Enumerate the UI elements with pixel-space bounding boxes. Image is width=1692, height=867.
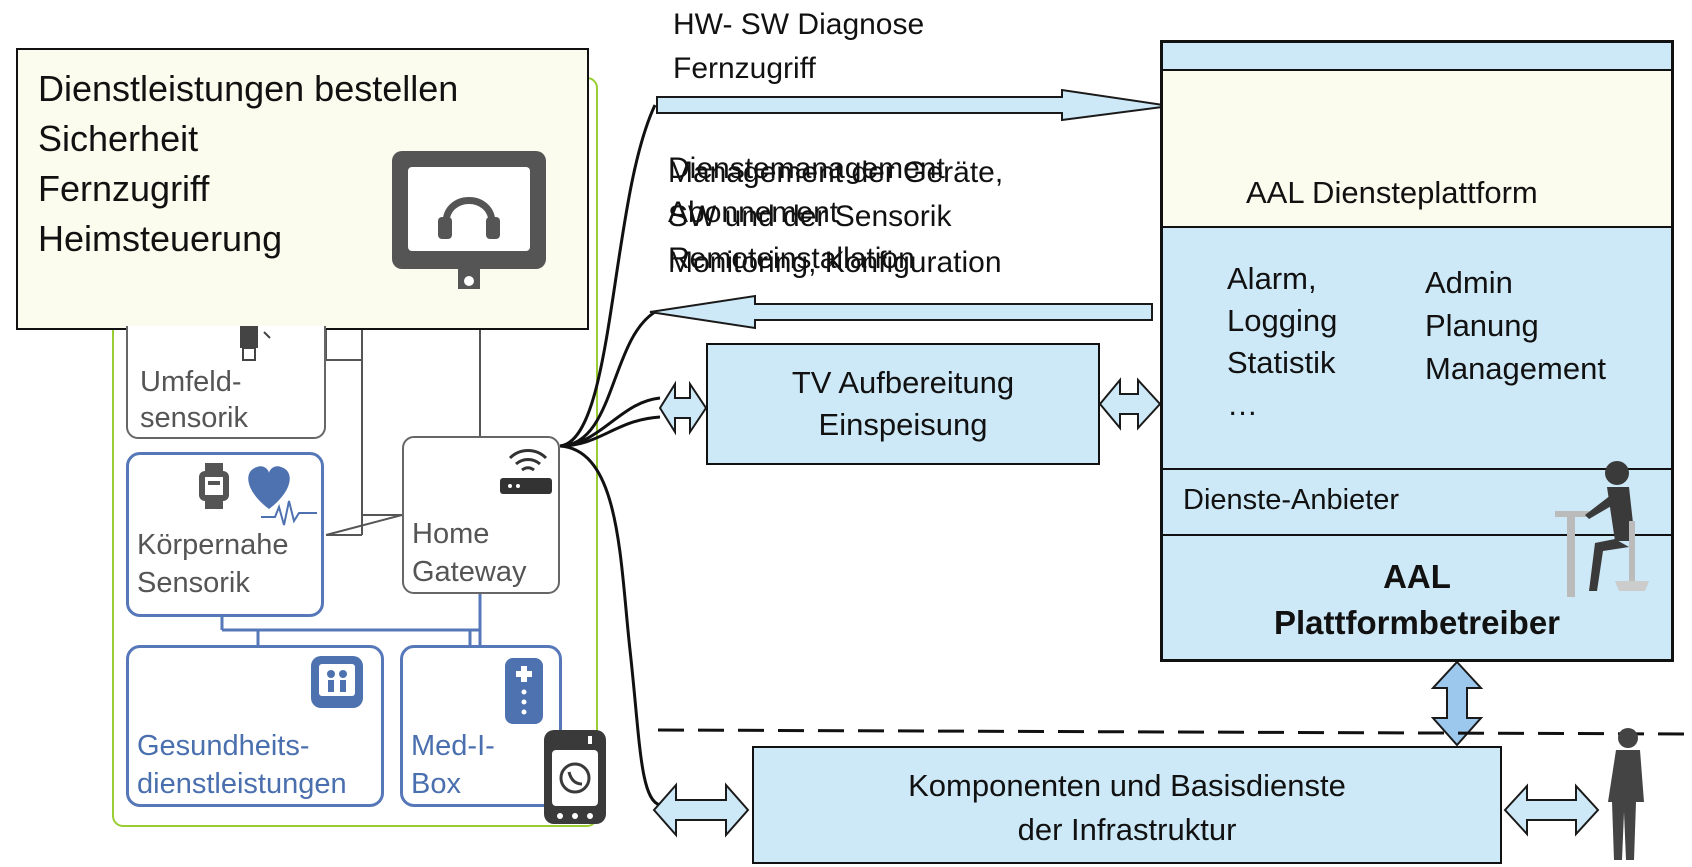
person-at-desk-icon — [1555, 451, 1655, 601]
hw-sw-label-1: HW- SW Diagnose — [673, 8, 925, 41]
management-label-b-1: Dienstemanagement — [668, 152, 945, 185]
blue-connector-lines — [220, 585, 482, 645]
tv-left-double-arrow — [658, 380, 708, 436]
service-box: Dienstleistungen bestellen Sicherheit Fe… — [16, 48, 589, 330]
up-list-2: Planung — [1425, 308, 1539, 343]
diensteplattform-section: AAL Diensteplattform — [1163, 69, 1671, 228]
gesundheitsdienstleistungen-box[interactable]: Gesundheits- dienstleistungen — [126, 645, 384, 807]
tv-label-1: TV Aufbereitung — [791, 365, 1015, 400]
hw-sw-arrow — [656, 88, 1171, 122]
umfeld-label-1: Umfeld- — [140, 366, 242, 398]
service-line-3: Fernzugriff — [38, 168, 210, 209]
medical-device-icon — [503, 656, 545, 726]
infrastruktur-box[interactable]: Komponenten und Basisdienste der Infrast… — [752, 746, 1502, 864]
management-label-a-2: SW und der Sensorik — [668, 200, 952, 233]
infra-label-2: der Infrastruktur — [1017, 812, 1237, 847]
gesundheit-label-1: Gesundheits- — [137, 730, 310, 762]
koerpernahe-label-2: Sensorik — [137, 567, 250, 599]
home-gateway-box[interactable]: Home Gateway — [402, 436, 560, 594]
infra-label-1: Komponenten und Basisdienste — [908, 768, 1346, 803]
down-list-2: Logging — [1227, 303, 1338, 338]
dienste-anbieter-label: Dienste-Anbieter — [1183, 484, 1399, 516]
management-label-a-1: Management der Geräte, — [668, 156, 1004, 189]
gateway-fan-lines — [559, 104, 661, 807]
gateway-label-2: Gateway — [412, 556, 527, 588]
hw-sw-label-2: Fernzugriff — [673, 52, 816, 85]
dienste-anbieter-row: Dienste-Anbieter — [1163, 468, 1671, 536]
down-list-1: Alarm, — [1227, 261, 1317, 296]
koerpernahe-label-1: Körpernahe — [137, 529, 289, 561]
management-label-b-3: Remoteinstallation — [668, 242, 915, 275]
management-arrow — [649, 294, 1153, 330]
medical-tablet-icon — [309, 654, 365, 710]
heart-pulse-icon — [241, 459, 321, 529]
router-wifi-icon — [496, 444, 552, 500]
down-list-4: … — [1227, 387, 1258, 422]
medibox-label-1: Med-I- — [411, 730, 495, 762]
service-line-1: Dienstleistungen bestellen — [38, 68, 459, 109]
service-line-4: Heimsteuerung — [38, 218, 283, 259]
infra-right-double-arrow — [1503, 783, 1600, 837]
smartwatch-icon — [197, 463, 231, 509]
management-label-a-3: Monitoring, Konfiguration — [668, 246, 1002, 279]
tv-label-2: Einspeisung — [818, 407, 988, 442]
operator-label-1: AAL — [1383, 558, 1451, 595]
dashed-separator — [657, 728, 1692, 736]
tv-right-double-arrow — [1098, 377, 1162, 431]
home-connector-lines — [325, 330, 481, 536]
platform-infra-double-arrow — [1430, 660, 1484, 747]
gateway-label-1: Home — [412, 518, 490, 550]
koerpernahe-sensorik-box[interactable]: Körpernahe Sensorik — [126, 452, 324, 617]
operator-label-2: Plattformbetreiber — [1273, 604, 1561, 641]
service-line-2: Sicherheit — [38, 118, 199, 159]
tv-aufbereitung-box[interactable]: TV Aufbereitung Einspeisung — [706, 343, 1100, 465]
up-list-1: Admin — [1425, 265, 1513, 300]
umfeld-label-2: sensorik — [140, 402, 248, 434]
infra-left-double-arrow — [652, 782, 750, 838]
aal-platform-box: AAL Diensteplattform Alarm, Logging Stat… — [1160, 40, 1674, 662]
sensor-icon — [234, 326, 274, 362]
standing-person-icon — [1600, 726, 1650, 862]
down-list-3: Statistik — [1227, 345, 1336, 380]
umfeld-sensorik-box[interactable]: Umfeld- sensorik — [126, 326, 326, 439]
mobile-phone-icon — [542, 728, 608, 828]
diensteplattform-title: AAL Diensteplattform — [1246, 175, 1538, 210]
gesundheit-label-2: dienstleistungen — [137, 768, 347, 800]
management-label-b-2: Abonnement — [668, 196, 839, 229]
tv-headphones-icon — [388, 145, 550, 305]
operator-section: AAL Plattformbetreiber — [1163, 540, 1671, 642]
med-i-box[interactable]: Med-I- Box — [400, 645, 562, 807]
up-list-3: Management — [1425, 351, 1606, 386]
medibox-label-2: Box — [411, 768, 461, 800]
